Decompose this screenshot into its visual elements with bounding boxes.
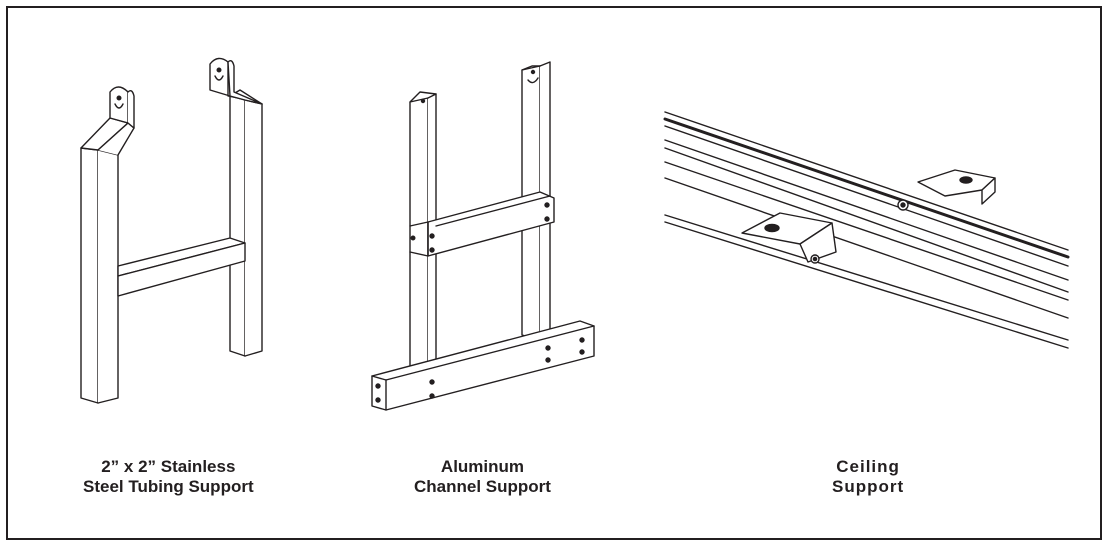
aluminum-caption-line1: Aluminum xyxy=(440,457,525,476)
steel-tubing-support-drawing xyxy=(80,57,263,404)
ceiling-caption-line2: Support xyxy=(832,477,905,496)
steel-caption-line1: 2” x 2” Stainless xyxy=(101,457,236,476)
aluminum-channel-support-caption: Aluminum Channel Support xyxy=(414,457,551,497)
steel-caption-line2: Steel Tubing Support xyxy=(83,477,254,496)
aluminum-caption-line2: Channel Support xyxy=(414,477,551,496)
aluminum-channel-support-drawing xyxy=(371,61,595,411)
ceiling-support-caption: Ceiling Support xyxy=(832,457,904,497)
steel-tubing-support-caption: 2” x 2” Stainless Steel Tubing Support xyxy=(83,457,254,497)
ceiling-support-drawing xyxy=(663,111,1070,349)
ceiling-caption-line1: Ceiling xyxy=(836,457,900,476)
